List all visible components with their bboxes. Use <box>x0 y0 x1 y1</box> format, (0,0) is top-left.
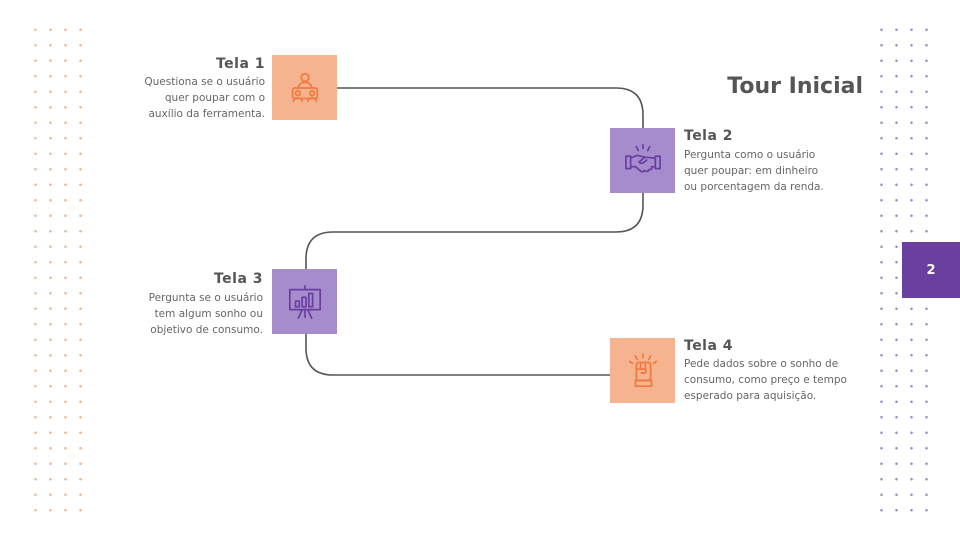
step-2-icon-box <box>610 128 675 193</box>
step-4-description-line: esperado para aquisição. <box>684 390 817 402</box>
step-3-description-line: Pergunta se o usuário <box>148 292 263 304</box>
step-4-description-line: Pede dados sobre o sonho de <box>684 358 839 370</box>
step-2-description-line: Pergunta como o usuário <box>684 149 816 161</box>
page-title: Tour Inicial <box>727 74 863 99</box>
step-1-description-line: Questiona se o usuário <box>144 76 265 88</box>
step-4-description: Pede dados sobre o sonho de consumo, com… <box>684 356 874 404</box>
step-2-description: Pergunta como o usuário quer poupar: em … <box>684 147 874 195</box>
step-4-icon-box <box>610 338 675 403</box>
step-1-description-line: auxílio da ferramenta. <box>148 108 265 120</box>
step-1-icon-box <box>272 55 337 120</box>
step-3-description: Pergunta se o usuário tem algum sonho ou… <box>73 290 263 338</box>
step-3-description-line: objetivo de consumo. <box>150 324 263 336</box>
handshake-icon <box>624 143 661 173</box>
step-1-description-line: quer poupar com o <box>164 92 265 104</box>
step-1-description: Questiona se o usuário quer poupar com o… <box>75 74 265 122</box>
step-2-description-line: quer poupar: em dinheiro <box>684 165 819 177</box>
page-number-badge: 2 <box>902 242 960 298</box>
raised-fist-icon <box>628 352 657 387</box>
step-4-description-line: consumo, como preço e tempo <box>684 374 847 386</box>
step-2-description-line: ou porcentagem da renda. <box>684 181 824 193</box>
step-3-description-line: tem algum sonho ou <box>154 308 263 320</box>
presentation-chart-icon <box>288 284 321 319</box>
step-4-title: Tela 4 <box>684 338 734 354</box>
step-3-icon-box <box>272 269 337 334</box>
step-2-title: Tela 2 <box>684 128 734 144</box>
step-1-title: Tela 1 <box>215 56 265 72</box>
step-3-title: Tela 3 <box>213 271 263 287</box>
meeting-people-icon <box>291 72 318 102</box>
decorative-dots-left <box>28 22 90 518</box>
